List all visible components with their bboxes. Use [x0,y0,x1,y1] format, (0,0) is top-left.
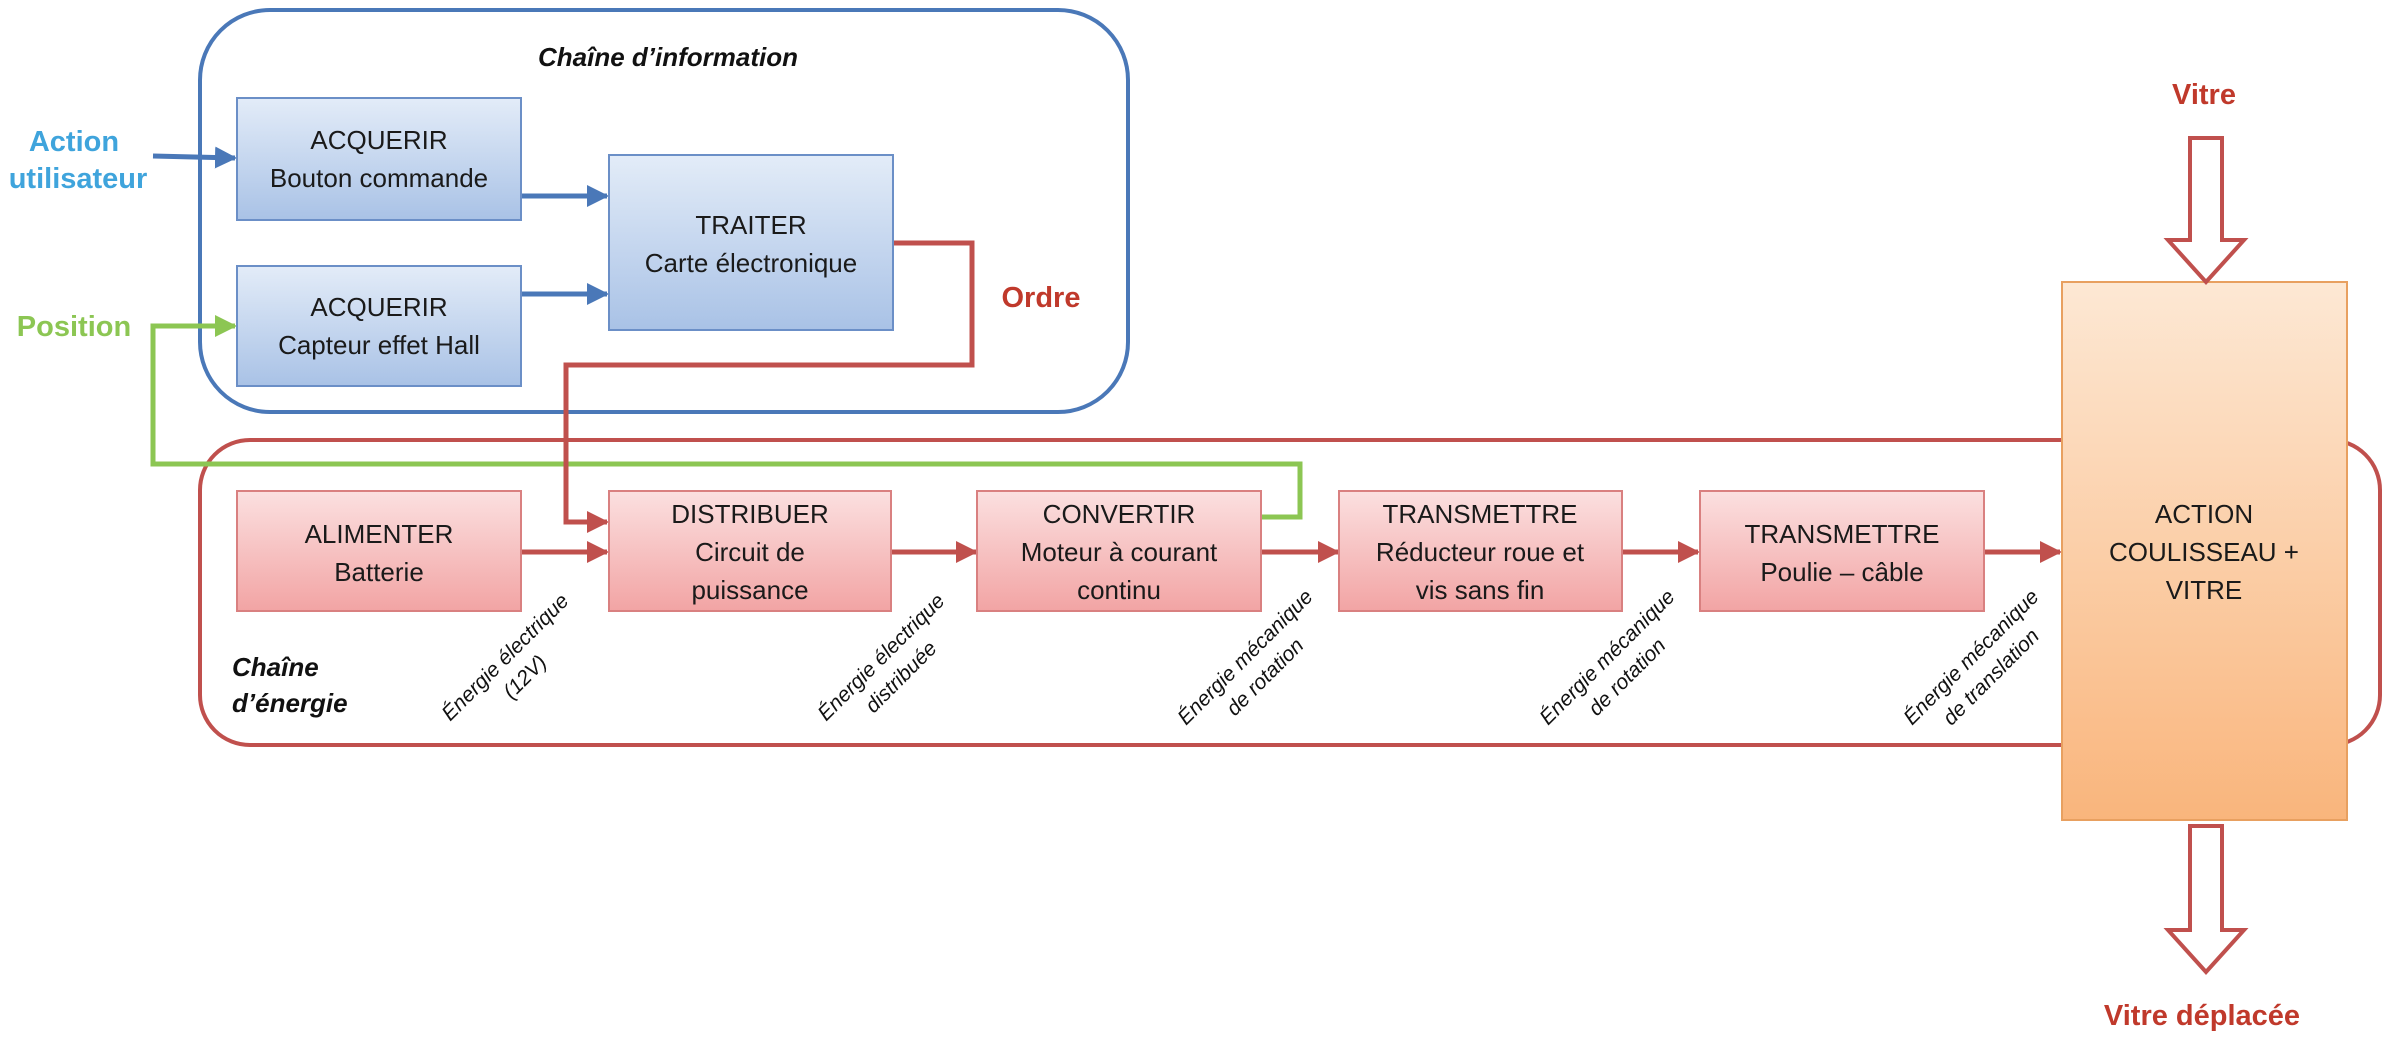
svg-text:ACQUERIR: ACQUERIR [310,125,447,155]
energy-label-2: Énergie électrique distribuée [813,589,949,725]
vitre-deplacee-label: Vitre déplacée [2104,1000,2300,1032]
vitre-input-arrow [2163,136,2249,285]
ordre-label: Ordre [1002,282,1081,314]
svg-text:COULISSEAU +: COULISSEAU + [2109,537,2299,567]
energy-label-1: Énergie électrique (12V) [437,589,573,725]
svg-text:TRANSMETTRE: TRANSMETTRE [1383,499,1578,529]
svg-text:Batterie: Batterie [334,557,424,587]
svg-text:Circuit de: Circuit de [695,537,805,567]
svg-text:VITRE: VITRE [2166,575,2243,605]
svg-text:ALIMENTER: ALIMENTER [305,519,454,549]
svg-text:CONVERTIR: CONVERTIR [1043,499,1196,529]
svg-text:Poulie – câble: Poulie – câble [1760,557,1923,587]
vitre-label: Vitre [2172,79,2236,111]
svg-text:TRANSMETTRE: TRANSMETTRE [1745,519,1940,549]
information-chain-title: Chaîne d’information [538,42,798,72]
block-transmettre-poulie: TRANSMETTRE Poulie – câble [1699,490,1985,612]
svg-text:ACQUERIR: ACQUERIR [310,292,447,322]
svg-text:Moteur à courant: Moteur à courant [1021,537,1218,567]
position-feedback-line [150,315,1303,520]
svg-text:Réducteur roue et: Réducteur roue et [1376,537,1585,567]
block-action-coulisseau: ACTION COULISSEAU + VITRE [2061,281,2348,821]
block-transmettre-reducteur: TRANSMETTRE Réducteur roue et vis sans f… [1338,490,1623,612]
svg-text:DISTRIBUER: DISTRIBUER [671,499,828,529]
svg-text:ACTION: ACTION [2155,499,2253,529]
svg-text:Carte électronique: Carte électronique [645,248,857,278]
position-label: Position [17,311,131,343]
svg-text:continu: continu [1077,575,1161,605]
block-distribuer: DISTRIBUER Circuit de puissance [608,490,892,612]
block-traiter: TRAITER Carte électronique [608,154,894,331]
block-acquerir-hall: ACQUERIR Capteur effet Hall [236,265,522,387]
svg-text:puissance: puissance [691,575,808,605]
svg-text:Capteur effet Hall: Capteur effet Hall [278,330,480,360]
svg-text:TRAITER: TRAITER [695,210,806,240]
energy-chain-frame [198,438,2382,747]
block-alimenter: ALIMENTER Batterie [236,490,522,612]
ordre-line [563,240,975,533]
information-chain-frame [198,8,1130,414]
action-input-arrow [152,146,237,169]
action-utilisateur-label: Action utilisateur [9,126,148,195]
svg-text:Bouton commande: Bouton commande [270,163,488,193]
block-acquerir-bouton: ACQUERIR Bouton commande [236,97,522,221]
vitre-output-arrow [2163,824,2249,975]
svg-text:vis sans fin: vis sans fin [1416,575,1545,605]
block-convertir: CONVERTIR Moteur à courant continu [976,490,1262,612]
energy-chain-title: Chaîne d’énergie [232,652,348,718]
